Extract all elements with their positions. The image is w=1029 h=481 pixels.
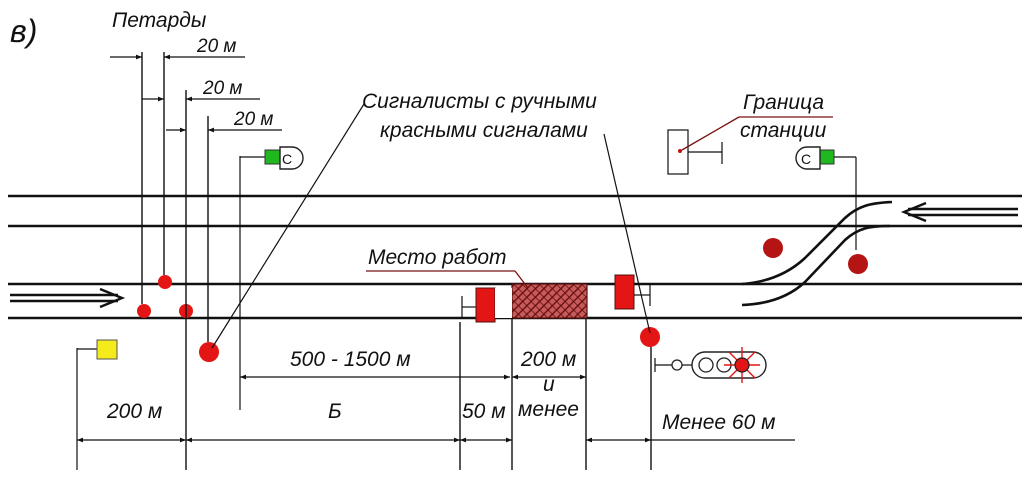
station-boundary-sign [667, 129, 723, 175]
traffic-light-red-lamp [734, 357, 750, 373]
signalmen-leader-right [603, 133, 651, 334]
track-upper [8, 194, 1022, 228]
work-site [511, 283, 588, 319]
signalman-right [640, 327, 660, 347]
direction-arrow-left [10, 287, 126, 309]
petard-spacing-1: 20 м [196, 36, 236, 57]
signal-c-right-green-lamp [819, 149, 835, 165]
stop-signal-right [614, 274, 651, 310]
petard-spacing-dims: 20 м 20 м 20 м [110, 36, 282, 133]
petard-spacing-3: 20 м [233, 109, 273, 130]
dim-200-label: 200 м [106, 400, 162, 423]
yellow-signal [76, 339, 118, 470]
bottom-extension-lines [459, 318, 652, 470]
signalmen-label-line2: красными сигналами [380, 119, 588, 142]
signalmen-label-line1: Сигналисты с ручными [362, 90, 597, 113]
switch-signalman-right [848, 254, 868, 274]
petard-1 [137, 304, 151, 318]
direction-arrow-right [900, 201, 1018, 223]
station-boundary-line2: станции [740, 119, 827, 142]
dim-200-less-line1: 200 м [520, 348, 576, 371]
petard-2 [158, 275, 172, 289]
dim-500-1500-label: 500 - 1500 м [290, 348, 411, 371]
signal-c-left-letter: С [282, 151, 292, 167]
stop-signal-left-plate [475, 287, 496, 323]
station-boundary-leader [681, 116, 833, 151]
traffic-light [654, 347, 767, 383]
yellow-signal-lamp [96, 339, 118, 360]
petards-label: Петарды [112, 9, 207, 32]
signal-c-right: С [795, 146, 857, 250]
bottom-dimension-row: 200 м Б 50 м Менее 60 м [77, 400, 795, 443]
stop-signal-right-plate [614, 274, 635, 310]
work-site-label: Место работ [368, 246, 507, 269]
crossover-switch [741, 200, 893, 307]
signal-c-left: С [239, 146, 304, 410]
petard-spacing-2: 20 м [202, 78, 242, 99]
dim-b-label: Б [328, 400, 342, 423]
petards-group [137, 275, 193, 318]
panel-letter: в) [10, 13, 37, 49]
signalmen-leader-left [211, 103, 365, 349]
signalman-left [199, 342, 219, 362]
signal-c-right-letter: С [801, 151, 811, 167]
dim-200-less-line2: и [543, 373, 555, 396]
switch-signalman-left [763, 238, 783, 258]
stop-signal-left [461, 287, 512, 323]
petard-extension-lines [141, 52, 209, 470]
dim-less-60-label: Менее 60 м [662, 411, 776, 434]
work-site-leader [366, 270, 529, 289]
signal-c-left-green-lamp [264, 149, 281, 165]
dim-200-less-line3: менее [518, 398, 579, 421]
station-boundary-line1: Граница [743, 91, 824, 114]
dim-50-label: 50 м [462, 400, 506, 423]
